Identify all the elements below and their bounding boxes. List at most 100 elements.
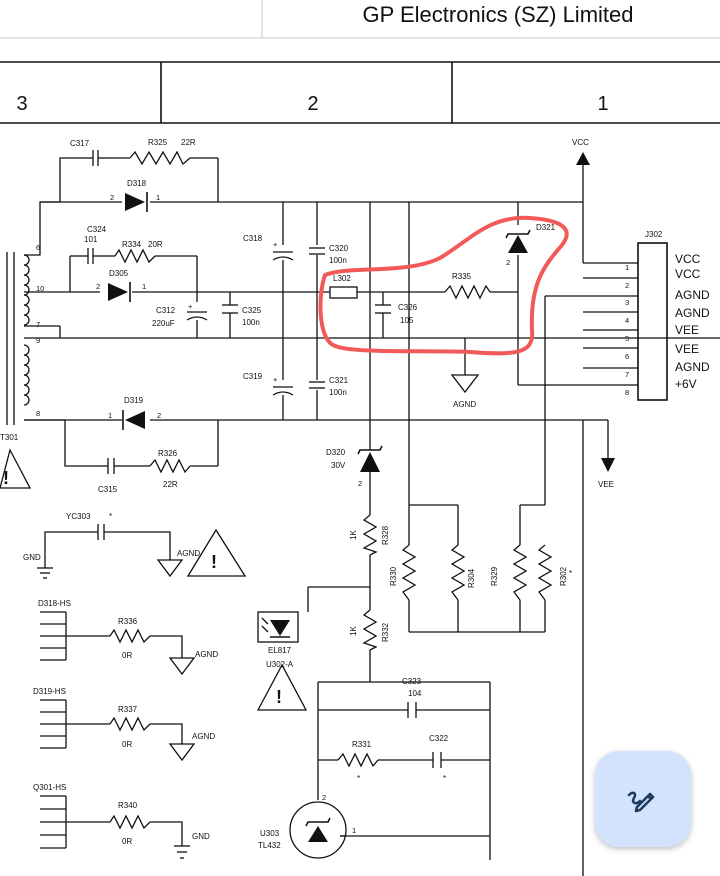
svg-text:2: 2 [96,282,100,291]
svg-text:R302: R302 [559,566,568,586]
svg-text:0R: 0R [122,837,132,846]
resistor-r332: 1K R332 [349,609,390,651]
title-block: GP Electronics (SZ) Limited 3 2 1 [0,0,720,124]
capacitor-c326: C326 105 [375,303,418,325]
ground-symbol-gnd-2: GND [174,832,210,859]
svg-text:*: * [109,512,112,521]
svg-text:101: 101 [84,235,98,244]
svg-text:R329: R329 [490,566,499,586]
edit-fab-button[interactable] [595,751,691,847]
heatsink-d319-hs: D319-HS [33,687,110,749]
svg-text:Q301-HS: Q301-HS [33,783,66,792]
zener-d321: D321 2 [505,223,556,267]
warning-triangle-2: ! [256,663,308,711]
svg-text:C322: C322 [429,734,449,743]
warning-triangle-left: ! [0,448,32,489]
transformer-t301: 6 10 7 9 8 T301 [0,243,44,442]
svg-text:YC303: YC303 [66,512,91,521]
svg-text:+: + [273,375,278,384]
svg-text:22R: 22R [163,480,178,489]
svg-text:1: 1 [156,193,160,202]
svg-text:7: 7 [36,320,40,329]
svg-text:C317: C317 [70,139,90,148]
regulator-u303: 2 1 U303 TL432 [258,793,356,859]
svg-text:+6V: +6V [675,377,697,391]
svg-text:U302-A: U302-A [266,660,294,669]
svg-text:D318: D318 [127,179,147,188]
connector-j302: J302 1 2 3 4 5 6 7 8 VCC VCC AGND AGND V… [625,230,710,401]
svg-text:!: ! [3,468,9,488]
resistor-r335: R335 [444,272,491,300]
svg-text:6: 6 [625,352,629,361]
vee-symbol: VEE [598,458,615,489]
capacitor-c320: C320 100n [309,244,349,265]
svg-text:R326: R326 [158,449,178,458]
svg-text:R340: R340 [118,801,138,810]
capacitor-c323: C323 104 [402,677,422,718]
svg-text:2: 2 [625,281,629,290]
svg-text:AGND: AGND [675,360,710,374]
svg-text:VCC: VCC [675,267,701,281]
svg-text:C319: C319 [243,372,263,381]
svg-text:R334: R334 [122,240,142,249]
svg-text:5: 5 [625,334,629,343]
svg-text:D320: D320 [326,448,346,457]
svg-text:20R: 20R [148,240,163,249]
svg-text:C325: C325 [242,306,262,315]
zone-label-3: 3 [16,93,27,115]
svg-text:R331: R331 [352,740,372,749]
svg-text:C321: C321 [329,376,349,385]
svg-text:0R: 0R [122,651,132,660]
heatsink-q301-hs: Q301-HS [33,783,110,849]
svg-text:2: 2 [506,258,510,267]
resistor-r302: R302 * [537,544,572,601]
svg-text:8: 8 [36,409,40,418]
svg-text:R336: R336 [118,617,138,626]
svg-text:AGND: AGND [675,306,710,320]
svg-text:D319-HS: D319-HS [33,687,66,696]
svg-text:VEE: VEE [675,342,699,356]
resistor-r340: R340 0R [109,801,183,846]
svg-text:*: * [357,774,360,783]
svg-text:1: 1 [108,411,112,420]
svg-text:EL817: EL817 [268,646,292,655]
svg-text:D321: D321 [536,223,556,232]
svg-text:0R: 0R [122,740,132,749]
svg-text:GND: GND [23,553,41,562]
capacitor-c325: C325 100n [222,304,262,327]
warning-triangle-1: ! [186,528,247,577]
capacitor-c324: C324 101 [82,225,107,264]
resistor-r328: 1K R328 [349,514,390,556]
ground-symbol-agnd-1: AGND [156,549,200,578]
capacitor-yc303: YC303 * [44,512,171,560]
capacitor-c322: C322 * [429,734,449,783]
resistor-r334: R334 20R [114,240,163,264]
svg-text:AGND: AGND [195,650,218,659]
company-name: GP Electronics (SZ) Limited [362,2,633,27]
svg-text:+: + [188,302,193,311]
resistor-r337: R337 0R [109,705,183,749]
svg-text:R337: R337 [118,705,138,714]
svg-text:4: 4 [625,316,629,325]
svg-text:D319: D319 [124,396,144,405]
inductor-l302: L302 [329,274,358,299]
svg-text:R328: R328 [381,525,390,545]
svg-text:AGND: AGND [177,549,200,558]
svg-text:C320: C320 [329,244,349,253]
zone-label-1: 1 [597,93,608,115]
svg-text:*: * [569,569,572,578]
svg-text:1: 1 [142,282,146,291]
wiring [24,157,720,860]
resistor-r325: R325 22R [129,138,196,166]
capacitor-c319: + C319 [243,372,294,396]
svg-text:VEE: VEE [675,323,699,337]
red-highlight-annotation [318,215,569,356]
svg-text:D318-HS: D318-HS [38,599,71,608]
svg-text:!: ! [211,552,217,572]
svg-text:+: + [273,240,278,249]
svg-text:105: 105 [400,316,414,325]
svg-text:1K: 1K [349,626,358,636]
resistor-r331: R331 * [337,740,379,783]
capacitor-c312: + C312 220uF [152,302,208,328]
